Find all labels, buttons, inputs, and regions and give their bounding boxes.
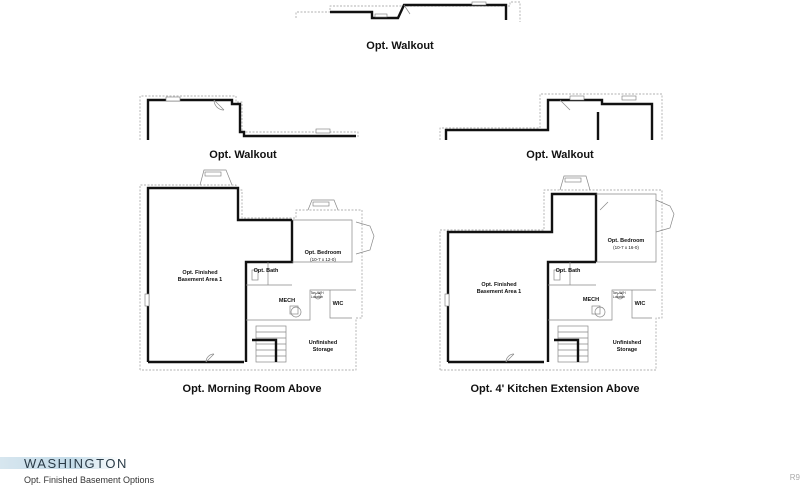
room-bath: Opt. Bath <box>555 268 581 274</box>
walkout-top-diagram <box>295 1 521 22</box>
room-wic: WIC <box>634 301 646 307</box>
room-mech: MECH <box>582 297 600 303</box>
plan-right-caption: Opt. 4' Kitchen Extension Above <box>470 383 640 395</box>
window <box>569 95 585 101</box>
walkout-right-diagram <box>439 93 663 140</box>
window <box>621 95 637 101</box>
plan-left-caption: Opt. Morning Room Above <box>182 383 322 395</box>
brand-accent-bar <box>0 457 120 469</box>
window <box>165 96 181 102</box>
window <box>204 171 222 177</box>
window <box>444 293 450 307</box>
window <box>144 293 150 307</box>
page-subtitle: Opt. Finished Basement Options <box>24 475 155 485</box>
window <box>564 177 582 183</box>
window <box>315 128 331 134</box>
basement-plan-right <box>439 175 675 371</box>
window <box>471 1 487 6</box>
room-bedroom: Opt. Bedroom(10-7 x 16-0) <box>607 238 645 250</box>
walkout-top-label: Opt. Walkout <box>366 40 434 52</box>
walkout-right-label: Opt. Walkout <box>526 149 594 161</box>
room-mech: MECH <box>278 298 296 304</box>
walkout-left-label: Opt. Walkout <box>209 149 277 161</box>
plan-code: R9 <box>789 473 800 482</box>
room-wic: WIC <box>332 301 344 307</box>
window <box>374 13 388 18</box>
walkout-left-diagram <box>139 95 359 140</box>
room-bath: Opt. Bath <box>253 268 279 274</box>
window <box>312 201 330 207</box>
room-bedroom: Opt. Bedroom(10-7 x 12-0) <box>304 250 342 262</box>
basement-plan-left <box>139 169 375 371</box>
brand-name: WASHINGTON <box>24 456 128 471</box>
